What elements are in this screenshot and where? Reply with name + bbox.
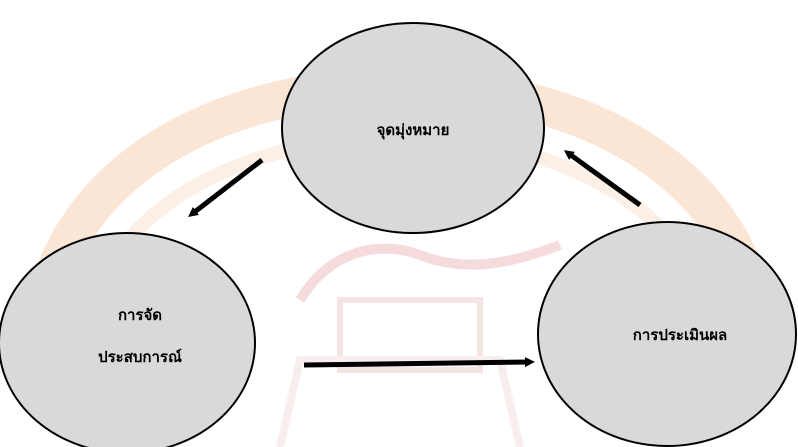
node-goal-label: จุดมุ่งหมาย — [377, 121, 450, 140]
arrow-experience-to-evaluation — [303, 357, 535, 368]
node-experience: การจัด ประสบการณ์ — [0, 232, 256, 447]
node-evaluation: การประเมินผล — [537, 221, 797, 447]
node-experience-label-line2: ประสบการณ์ — [98, 348, 182, 366]
node-goal: จุดมุ่งหมาย — [281, 22, 545, 234]
arrow-goal-to-experience — [188, 158, 264, 218]
node-experience-label-line1: การจัด — [118, 306, 162, 324]
arrow-evaluation-to-goal — [563, 150, 642, 208]
node-evaluation-label: การประเมินผล — [633, 326, 727, 344]
